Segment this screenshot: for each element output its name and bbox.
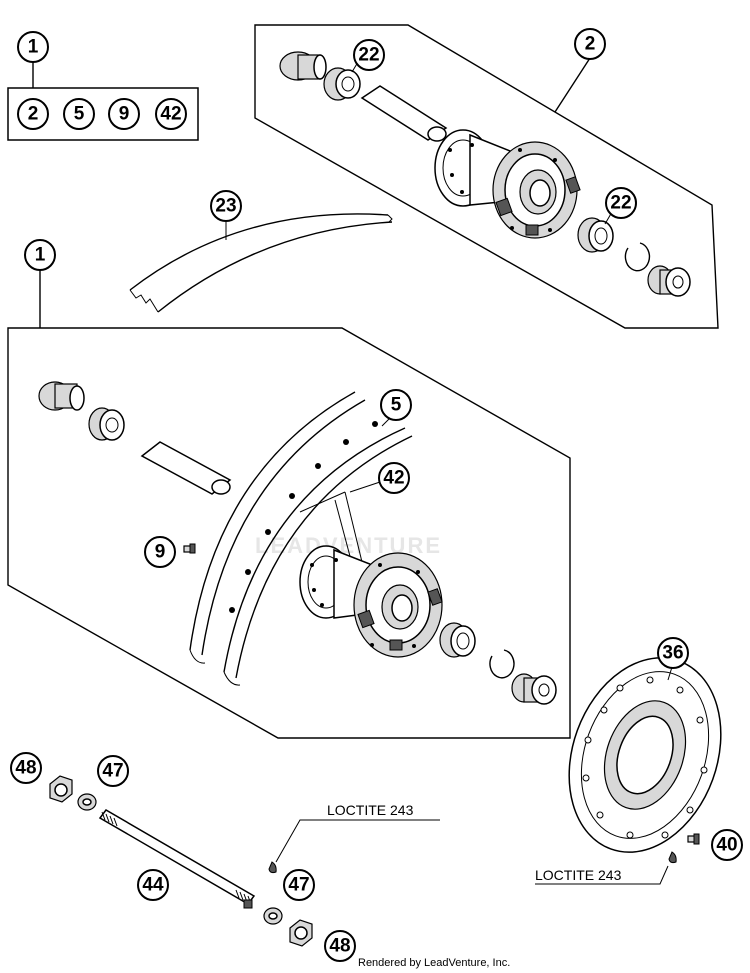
axle-washer-top [77,793,97,811]
hub-sleeve [360,85,448,142]
hub-body [434,129,581,239]
kit-callout: 1 2 5 9 42 [7,31,199,141]
callout-kit-item: 42 [160,104,181,125]
loctite-drop-icon [668,851,677,864]
callout-rim: 5 [391,395,402,416]
axle-nut-bottom [289,919,313,947]
hub-spacer [279,51,327,81]
callout-brake-disc: 36 [662,643,683,664]
callout-kit-item: 2 [28,104,39,125]
circlip-wheel [489,649,515,679]
callout-axle: 44 [142,875,164,896]
callout-kit-item: 9 [119,104,130,125]
callout-disc-screw: 40 [716,835,737,856]
callout-bearing-right: 22 [610,193,631,214]
callout-nut-top: 48 [15,758,36,779]
disc-screw [687,833,700,845]
axle [98,809,256,909]
wheel-bearing-left [88,407,125,441]
wheel-spacer-right [511,673,557,705]
axle-nut-top [49,775,73,803]
callout-washer-top: 47 [102,761,123,782]
bearing-top [323,67,361,101]
callout-nipple: 9 [155,542,166,563]
loctite-drop-icon [268,861,277,874]
wheel-spacer [38,381,85,411]
wheel-sleeve [140,441,232,495]
render-credit: Rendered by LeadVenture, Inc. [358,957,510,969]
callout-wheel: 1 [35,245,46,266]
brake-disc [568,657,722,853]
rim-band: 23 [129,190,393,313]
wheel-bearing-right [439,622,476,658]
callout-washer-bottom: 47 [288,875,309,896]
wheel-hub [299,545,443,658]
hub-group: 2 22 [254,24,719,329]
callout-bearing-top: 22 [358,45,379,66]
bearing-right [577,217,614,253]
callout-hub: 2 [585,34,596,55]
callout-rim-band: 23 [215,196,236,217]
callout-kit-label: 1 [28,37,39,58]
watermark: LEADVENTURE [255,533,442,558]
callout-nut-bottom: 48 [329,936,350,957]
spacer-right [647,265,691,297]
loctite-note-lower: LOCTITE 243 [535,867,622,883]
rim [189,391,413,686]
loctite-note-upper: LOCTITE 243 [327,802,414,818]
circlip-top [624,242,651,272]
callout-spokes: 42 [383,468,404,489]
callout-kit-item: 5 [74,104,85,125]
spoke-nipple [183,543,196,554]
axle-washer-bottom [263,907,283,925]
wheel-group: 1 [7,239,571,739]
